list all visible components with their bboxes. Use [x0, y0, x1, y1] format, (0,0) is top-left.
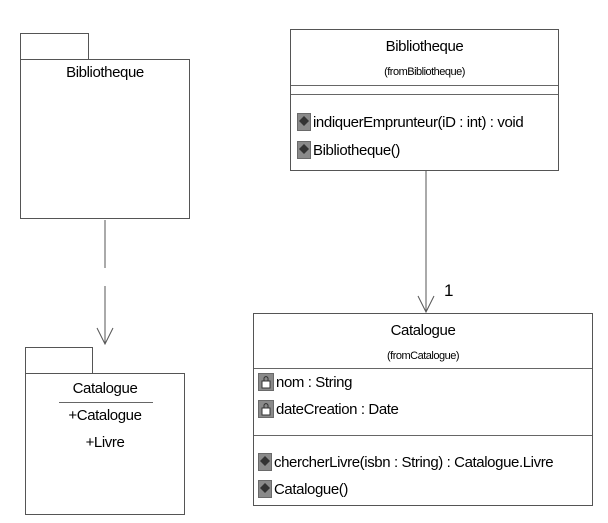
attribute-row[interactable]: dateCreation : Date [258, 400, 399, 418]
attribute-label: dateCreation : Date [276, 400, 399, 418]
class-bibliotheque-divider [291, 85, 558, 86]
package-catalogue-tab [25, 347, 93, 374]
class-catalogue-stereotype: (fromCatalogue) [387, 350, 459, 362]
operation-label: chercherLivre(isbn : String) : Catalogue… [274, 453, 554, 471]
package-bibliotheque-tab [20, 33, 89, 60]
operation-row[interactable]: Bibliotheque() [297, 141, 400, 159]
package-bibliotheque[interactable]: Bibliotheque [20, 59, 190, 219]
public-operation-icon [297, 141, 311, 159]
public-operation-icon [297, 113, 311, 131]
class-bibliotheque-divider [291, 94, 558, 95]
private-attribute-lock-icon [258, 373, 274, 391]
attribute-label: nom : String [276, 373, 353, 391]
class-association-arrowhead [417, 295, 435, 314]
private-attribute-lock-icon [258, 400, 274, 418]
class-catalogue[interactable]: Catalogue (fromCatalogue) nom : String d… [253, 313, 593, 506]
operation-row[interactable]: Catalogue() [258, 480, 348, 498]
class-bibliotheque-stereotype: (fromBibliotheque) [384, 66, 465, 78]
class-catalogue-divider [254, 435, 592, 436]
class-bibliotheque-name: Bibliotheque [385, 38, 464, 55]
operation-label: Bibliotheque() [313, 141, 400, 159]
association-multiplicity: 1 [444, 281, 454, 300]
attribute-row[interactable]: nom : String [258, 373, 352, 391]
public-operation-icon [258, 480, 272, 498]
operation-row[interactable]: indiquerEmprunteur(iD : int) : void [297, 113, 524, 131]
package-catalogue-item: +Livre [85, 434, 125, 451]
package-dependency-arrowhead [96, 327, 114, 346]
public-operation-icon [258, 453, 272, 471]
package-catalogue-name: Catalogue [72, 380, 138, 397]
package-catalogue[interactable]: Catalogue +Catalogue +Livre [25, 373, 185, 515]
operation-label: indiquerEmprunteur(iD : int) : void [313, 113, 524, 131]
package-catalogue-divider [59, 402, 153, 403]
operation-label: Catalogue() [274, 480, 348, 498]
class-catalogue-name: Catalogue [390, 322, 456, 339]
class-catalogue-divider [254, 368, 592, 369]
package-bibliotheque-name: Bibliotheque [66, 64, 144, 81]
operation-row[interactable]: chercherLivre(isbn : String) : Catalogue… [258, 453, 554, 471]
class-bibliotheque[interactable]: Bibliotheque (fromBibliotheque) indiquer… [290, 29, 559, 171]
package-catalogue-item: +Catalogue [68, 407, 142, 424]
